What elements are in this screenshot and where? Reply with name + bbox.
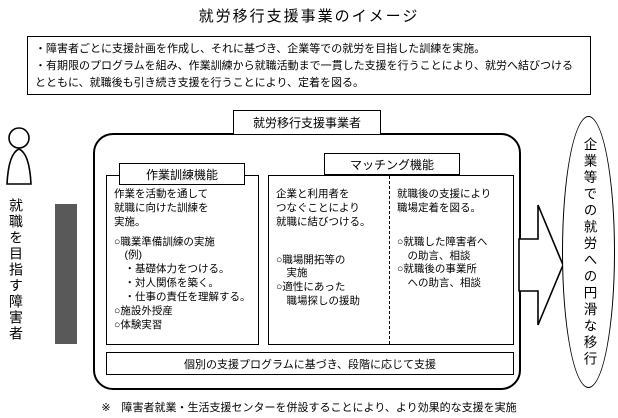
work-training-item: ・基礎体力をつける。 [114, 263, 230, 276]
work-training-header: 作業訓練機能 [119, 163, 245, 185]
footnote: ※ 障害者就業・生活支援センターを併設することにより、より効果的な支援を実施 [101, 402, 517, 414]
work-training-intro: 作業を活動を通して 就職に向けた訓練を 実施。 [114, 188, 209, 228]
placement-intro: 企業と利用者を つなぐことにより 就職に結びつける。 [276, 188, 371, 228]
program-bar: 個別の支援プログラムに基づき、段階に応じて支援 [106, 352, 514, 375]
overview-line-2: ・有期限のプログラムを組み、作業訓練から就職活動まで一貫した支援を行うことにより… [35, 60, 574, 90]
matching-box: 企業と利用者を つなぐことにより 就職に結びつける。 ○職場開拓等の 実施 ○適… [268, 175, 514, 345]
retention-intro: 就職後の支援により 職場定着を図る。 [397, 188, 492, 214]
work-training-item: ○施設外授産 [114, 304, 173, 317]
provider-title: 就労移行支援事業者 [233, 110, 381, 135]
goal-vertical-label: 企業等での就労への円滑な移行 [581, 136, 597, 368]
retention-item: ○就職後の事業所 への助言、相談 [397, 263, 481, 290]
diagram-title: 就労移行支援事業のイメージ [198, 8, 420, 25]
placement-item: ○適性にあった 職場探しの援助 [276, 281, 360, 308]
work-training-item: ○体験実習 [114, 318, 163, 331]
jobseeker-vertical-label: 就職を目指す障害者 [8, 198, 24, 342]
retention-items: ○就職した障害者へ の助言、相談 ○就職後の事業所 への助言、相談 [397, 236, 510, 291]
work-training-item: ○職業準備訓練の実施 [114, 235, 215, 248]
work-training-item: ・対人関係を築く。 [114, 277, 219, 290]
matching-header: マッチング機能 [324, 153, 460, 175]
overview-line-1: ・障害者ごとに支援計画を作成し、それに基づき、企業等での就労を目指した訓練を実施… [35, 43, 486, 55]
transition-arrow-icon [518, 204, 564, 326]
retention-item: ○就職した障害者へ の助言、相談 [397, 235, 488, 262]
goal-ellipse: 企業等での就労への円滑な移行 [562, 116, 615, 388]
connector-bar [55, 204, 77, 344]
placement-column: 企業と利用者を つなぐことにより 就職に結びつける。 ○職場開拓等の 実施 ○適… [269, 176, 389, 344]
retention-column: 就職後の支援により 職場定着を図る。 ○就職した障害者へ の助言、相談 ○就職後… [390, 176, 515, 344]
work-training-box: 作業を活動を通して 就職に向けた訓練を 実施。 ○職業準備訓練の実施 (例) ・… [106, 175, 259, 345]
overview-note-box: ・障害者ごとに支援計画を作成し、それに基づき、企業等での就労を目指した訓練を実施… [27, 36, 591, 95]
work-training-item: ・仕事の責任を理解する。 [114, 291, 251, 304]
matching-divider [389, 176, 390, 344]
placement-items: ○職場開拓等の 実施 ○適性にあった 職場探しの援助 [276, 254, 384, 309]
work-training-item: (例) [114, 249, 142, 262]
work-training-items: ○職業準備訓練の実施 (例) ・基礎体力をつける。 ・対人関係を築く。 ・仕事の… [114, 236, 253, 333]
person-icon [6, 127, 32, 185]
placement-item: ○職場開拓等の 実施 [276, 253, 346, 280]
